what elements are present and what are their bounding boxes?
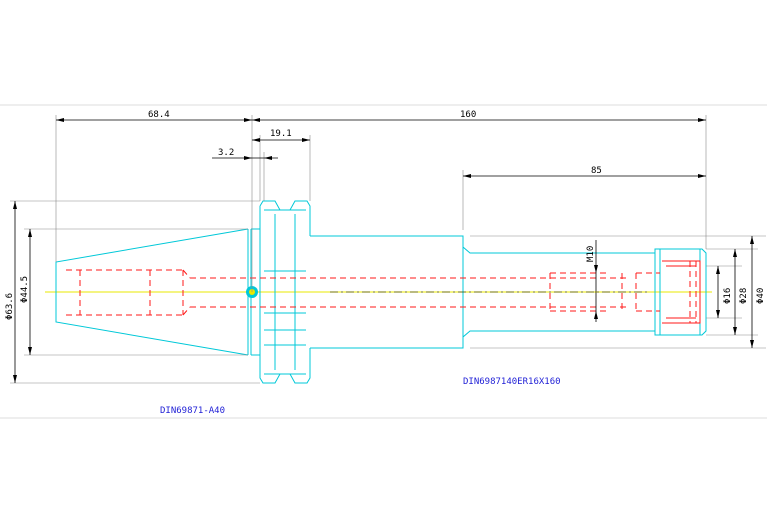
dim-dia-63-6: Φ63.6 (5, 293, 15, 320)
note-toolholder-standard: DIN69871-A40 (160, 406, 225, 416)
note-extension-standard: DIN6987140ER16X160 (463, 377, 561, 387)
dim-dia-44-5: Φ44.5 (20, 276, 30, 303)
taper-cone-outline (55, 228, 249, 356)
dim-dia-16: Φ16 (723, 288, 733, 304)
dim-thread: M10 (586, 246, 596, 262)
dim-offset: 3.2 (218, 148, 234, 158)
dim-overall-length: 160 (460, 110, 476, 120)
dim-dia-28: Φ28 (739, 288, 749, 304)
dim-dia-40: Φ40 (756, 288, 766, 304)
dimension-lines (10, 115, 766, 384)
nose-outline (654, 248, 707, 336)
hidden-lines (66, 260, 701, 324)
dim-taper-length: 68.4 (148, 110, 170, 120)
dim-extension-length: 85 (591, 166, 602, 176)
dim-flange-width: 19.1 (270, 129, 292, 139)
